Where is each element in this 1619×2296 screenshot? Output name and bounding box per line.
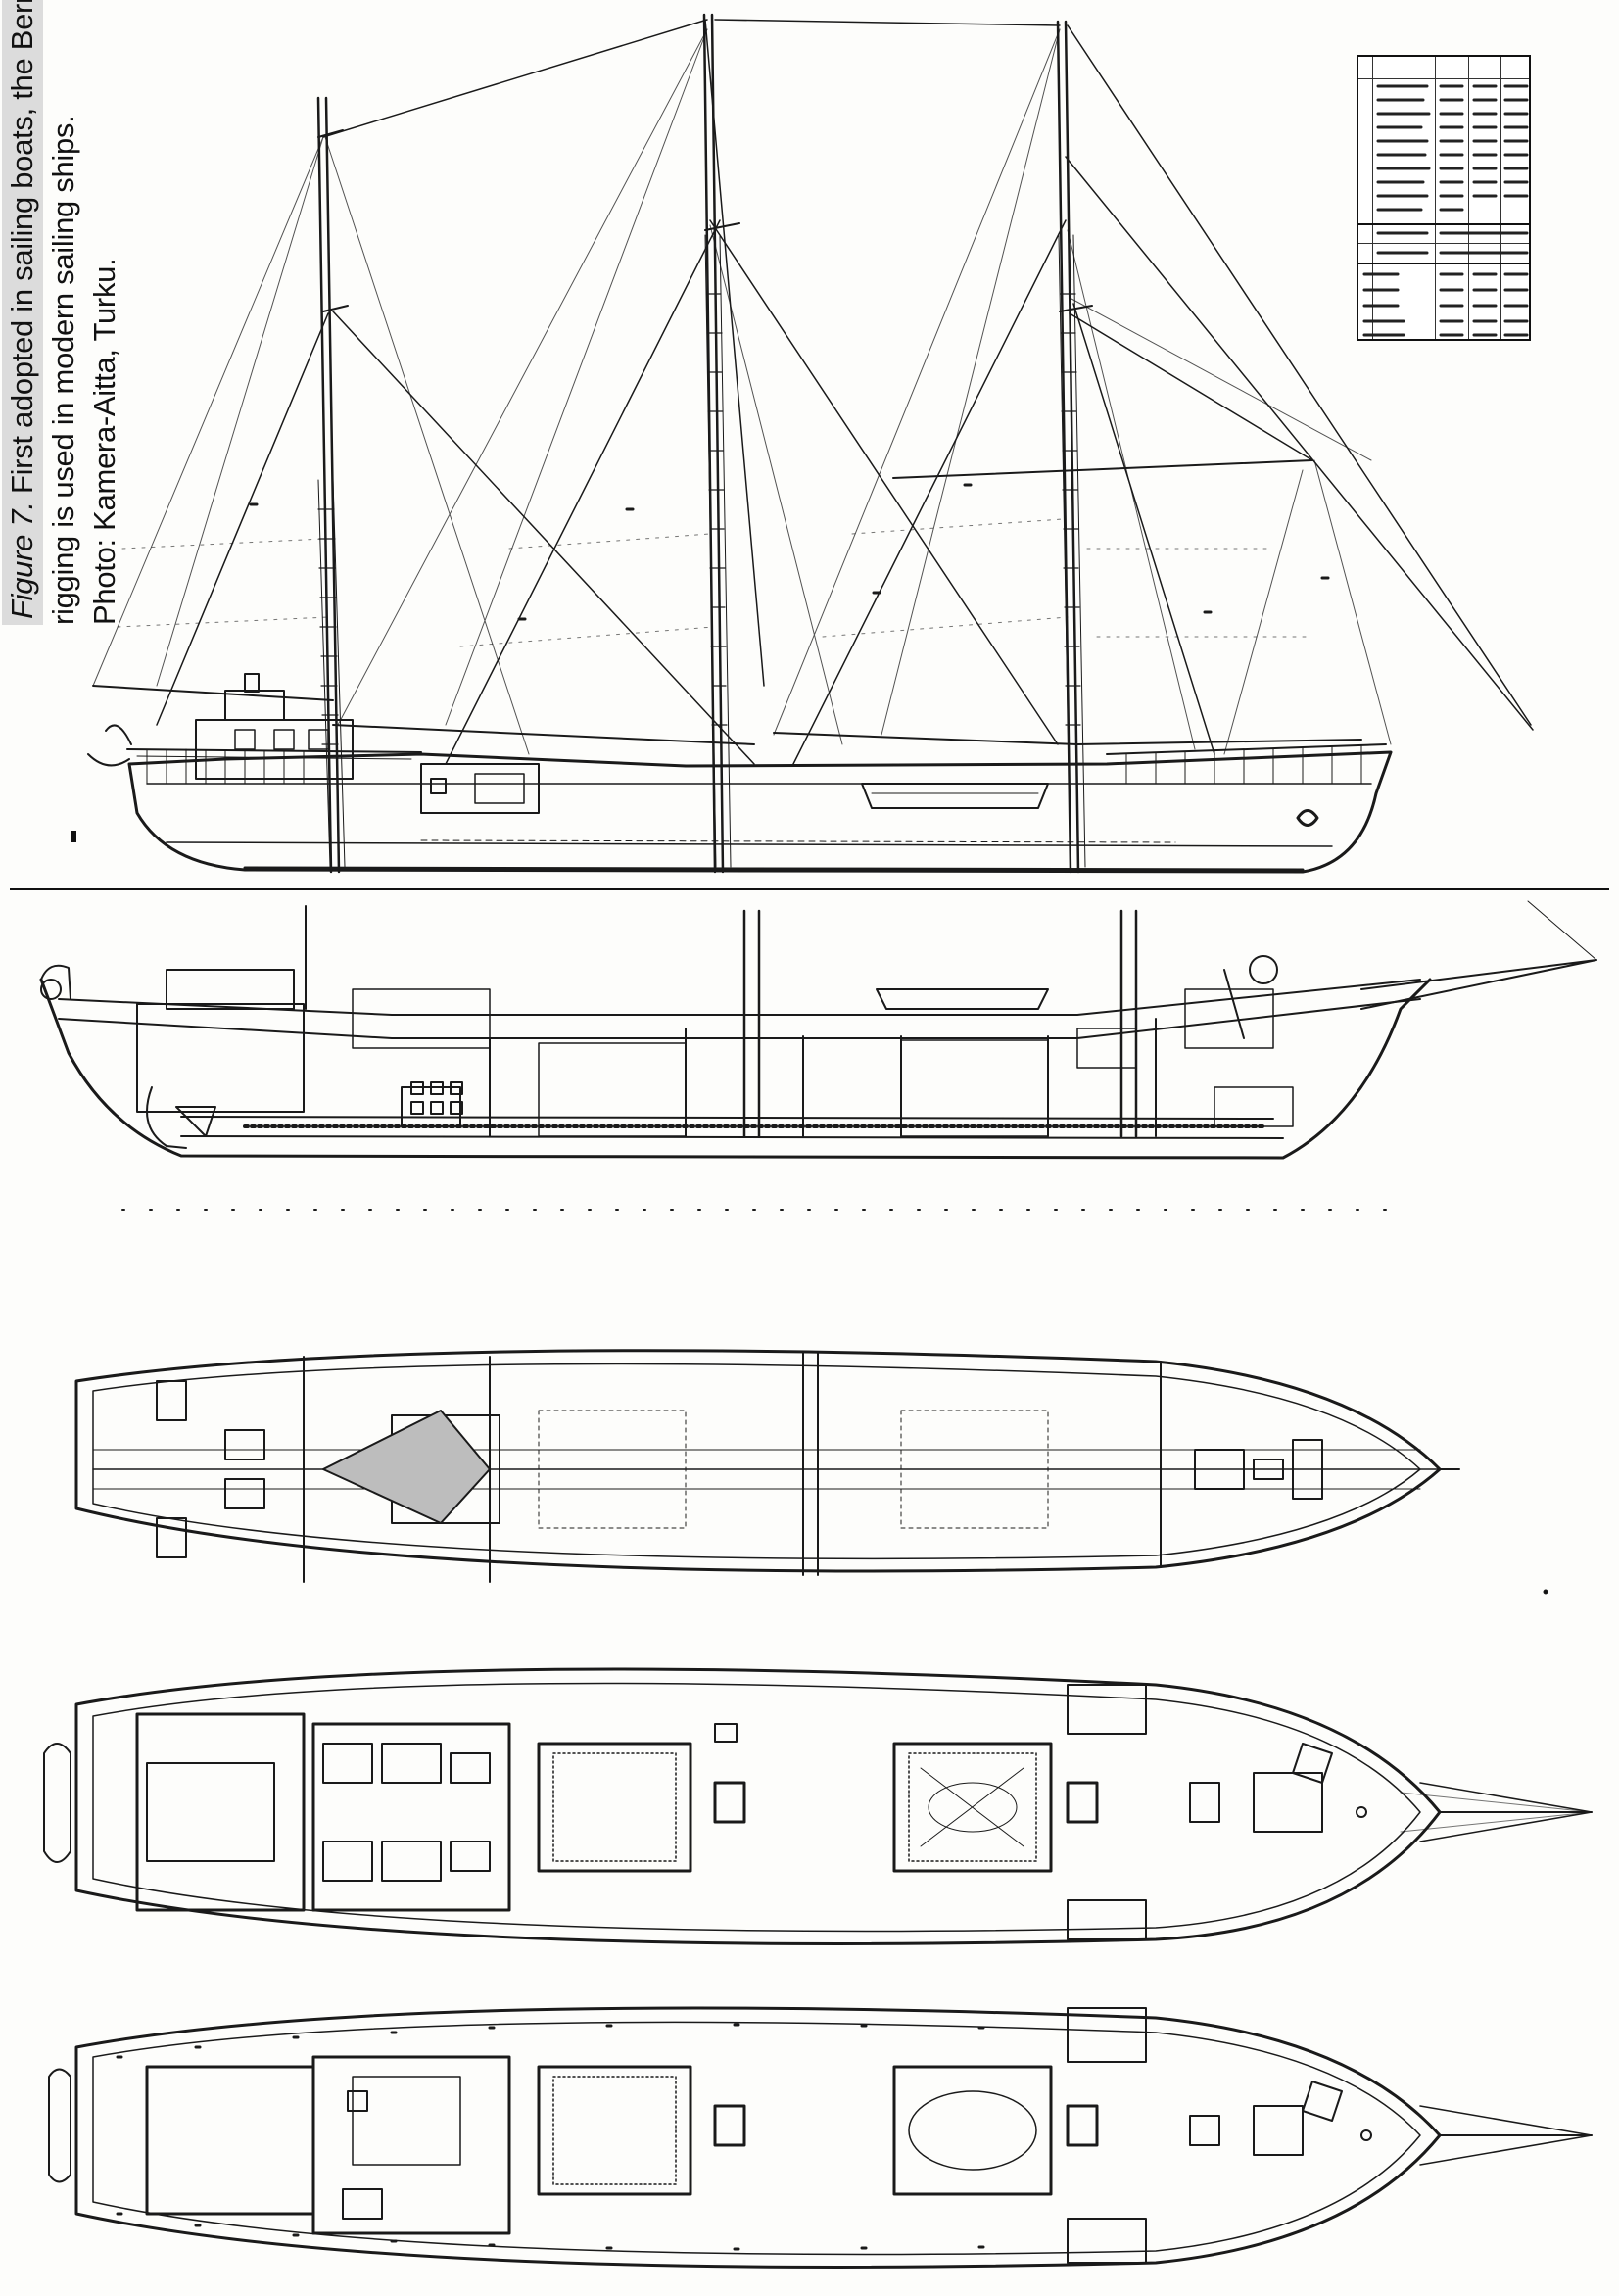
hold-hull-outline [74, 1349, 1442, 1573]
upper-deck-plan-drawing [48, 2006, 1593, 2269]
main-deck-plan-drawing [43, 1667, 1593, 1945]
table-scan-marks [1362, 84, 1529, 337]
sail-specification-table [1357, 55, 1531, 341]
separator-rule [10, 888, 1609, 890]
inboard-hull [39, 978, 1432, 1160]
hold-plan-drawing [74, 1349, 1548, 1595]
inboard-profile-drawing [39, 900, 1597, 1211]
sail-plan-drawing [71, 13, 1534, 874]
main-deck-hull-outline [74, 1667, 1442, 1945]
upper-deck-hull-outline [74, 2006, 1442, 2269]
mizzen-mast [316, 96, 341, 874]
hull-profile [127, 750, 1393, 874]
